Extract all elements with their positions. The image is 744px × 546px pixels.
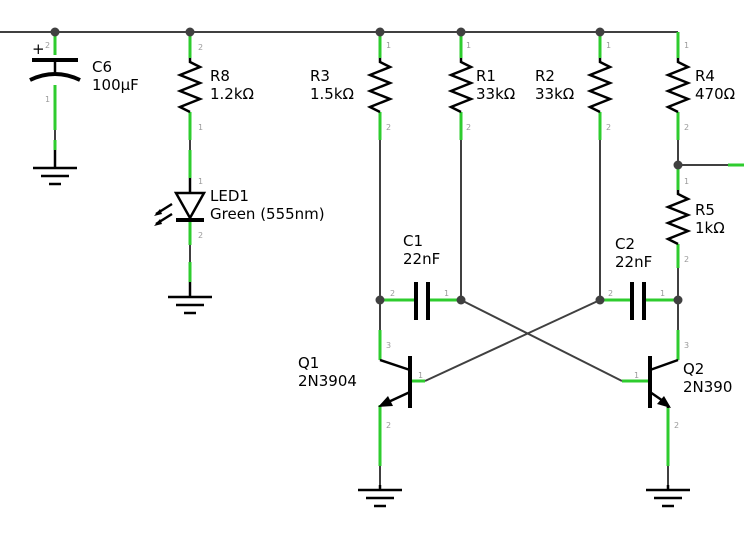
c2-value: 22nF [615,253,652,271]
r2-resistor[interactable]: R2 33kΩ [535,58,614,114]
ground-symbol-led1 [166,295,214,315]
r1-ref: R1 [476,67,496,85]
r3-ref: R3 [310,67,330,85]
c1-capacitor[interactable]: C1 22nF [403,232,440,320]
r8-resistor[interactable]: R8 1.2kΩ [176,58,254,114]
c6-value: 100µF [92,76,139,94]
q1-emitter-arrow [378,396,393,407]
pin-number: 3 [386,341,391,350]
ground-symbol-c6 [31,166,79,186]
c6-polarity: + [32,40,45,58]
pin-number: 1 [684,177,689,186]
junction-c2-right [673,295,683,305]
led1-diode[interactable]: LED1 Green (555nm) [154,178,325,226]
r5-zigzag [664,190,692,246]
junction-c6 [50,27,60,37]
c2-ref: C2 [615,235,635,253]
led1-light-arrows [154,202,173,226]
led1-triangle [173,191,207,221]
r3-resistor[interactable]: R3 1.5kΩ [310,58,394,114]
pin-number: 2 [606,123,611,132]
junction-r1 [456,27,466,37]
r1-zigzag [447,58,475,114]
pin-number: 1 [45,95,50,104]
ground-symbol-q2 [644,488,692,508]
ground-symbol-q1 [356,488,404,508]
pin-number: 1 [444,289,449,298]
r3-zigzag [366,58,394,114]
pin-number: 1 [418,371,423,380]
q1-collector-lead [379,358,411,372]
junction-output [673,160,683,170]
pin-number: 2 [386,421,391,430]
pin-number: 2 [684,123,689,132]
r2-ref: R2 [535,67,555,85]
junction-r2 [595,27,605,37]
pin-segments [53,32,744,466]
pin-number: 2 [684,255,689,264]
pin-number: 3 [684,341,689,350]
q1-transistor[interactable]: Q1 2N3904 [298,354,412,408]
r8-zigzag [176,58,204,114]
r2-zigzag [586,58,614,114]
q2-collector-lead [649,358,679,372]
junction-c1-left [375,295,385,305]
q2-value: 2N390 [683,378,732,396]
r4-zigzag [664,58,692,114]
c2-capacitor[interactable]: C2 22nF [615,235,652,320]
pin-number: 2 [198,231,203,240]
pin-numbers: 2 1 1 2 2 1 1 2 1 2 1 2 1 2 1 2 2 1 2 1 … [45,41,689,430]
r2-value: 33kΩ [535,85,574,103]
cross-wire-c1-q2-base [460,299,623,382]
q2-ref: Q2 [683,360,704,378]
pin-number: 2 [386,123,391,132]
pin-number: 2 [390,289,395,298]
pin-number: 2 [674,421,679,430]
r5-resistor[interactable]: R5 1kΩ [664,190,725,246]
r1-resistor[interactable]: R1 33kΩ [447,58,515,114]
led1-value: Green (555nm) [210,205,325,223]
c1-ref: C1 [403,232,423,250]
pin-number: 1 [634,371,639,380]
r4-resistor[interactable]: R4 470Ω [664,58,735,114]
junction-c1-right [456,295,466,305]
r5-value: 1kΩ [695,219,725,237]
r4-ref: R4 [695,67,715,85]
junction-r3 [375,27,385,37]
pin-number: 2 [608,289,613,298]
c6-capacitor[interactable]: + C6 100µF [29,40,139,94]
r5-ref: R5 [695,201,715,219]
pin-number: 2 [198,43,203,52]
junctions [50,27,683,305]
pin-number: 2 [45,41,50,50]
pin-number: 1 [466,41,471,50]
r8-value: 1.2kΩ [210,85,254,103]
q1-value: 2N3904 [298,372,357,390]
c1-value: 22nF [403,250,440,268]
pin-number: 1 [660,289,665,298]
wires [0,31,744,485]
r4-value: 470Ω [695,85,735,103]
pin-number: 1 [198,177,203,186]
pin-number: 2 [466,123,471,132]
pin-number: 1 [198,123,203,132]
cross-wire-c2-q1-base [424,299,601,382]
pin-number: 1 [386,41,391,50]
junction-c2-left [595,295,605,305]
led1-ref: LED1 [210,187,249,205]
r1-value: 33kΩ [476,85,515,103]
q1-ref: Q1 [298,354,319,372]
pin-number: 1 [606,41,611,50]
c6-plate-negative [29,72,81,82]
junction-r8 [185,27,195,37]
pin-number: 1 [684,41,689,50]
q2-transistor[interactable]: Q2 2N390 [648,356,732,408]
r8-ref: R8 [210,67,230,85]
r3-value: 1.5kΩ [310,85,354,103]
c6-ref: C6 [92,58,112,76]
